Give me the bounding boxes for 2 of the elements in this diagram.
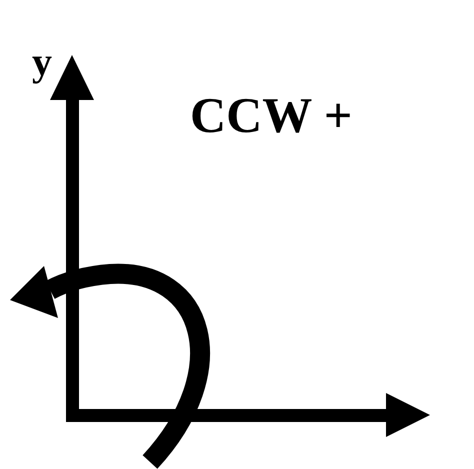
axis-label: y xyxy=(32,42,52,82)
sign-convention-label: CCW + xyxy=(190,90,352,140)
